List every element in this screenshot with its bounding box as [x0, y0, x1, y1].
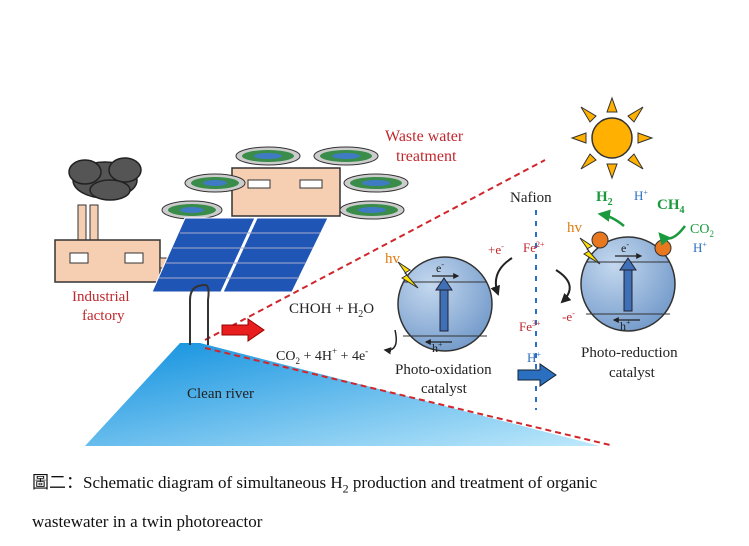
- proton-top-label: H+: [634, 188, 648, 203]
- proton-mid-label: H+: [527, 350, 541, 365]
- solar-panel-icon: [151, 217, 329, 293]
- ch4-label: CH4: [657, 197, 685, 216]
- clean-river-label: Clean river: [187, 386, 254, 402]
- caption-prefix: 圖二：: [32, 473, 83, 492]
- flow-arrow-red-icon: [221, 318, 265, 342]
- hv-left-label: hv: [385, 251, 401, 267]
- caption-subscript: 2: [342, 481, 349, 496]
- hole-left-label: h+: [432, 340, 443, 355]
- caption-line-2: wastewater in a twin photoreactor: [32, 512, 263, 532]
- dashed-line-top: [204, 159, 546, 341]
- treatment-label: treatment: [396, 148, 457, 165]
- photo-reduction-catalyst-label: catalyst: [609, 365, 656, 381]
- electron-left-label: e-: [436, 260, 444, 275]
- co2-products-label: CO2 + 4H+ + 4e-: [276, 346, 368, 366]
- fe3-label: Fe3+: [519, 319, 541, 334]
- fe2-label: Fe2+: [523, 240, 545, 255]
- nafion-label: Nafion: [510, 190, 552, 206]
- photo-oxidation-label: Photo-oxidation: [395, 362, 492, 378]
- clean-river-water: [85, 343, 600, 446]
- caption-text-a: Schematic diagram of simultaneous H: [83, 473, 343, 492]
- hv-right-label: hv: [567, 220, 583, 236]
- proton-right-label: H+: [693, 240, 707, 255]
- caption-text-b: production and treatment of organic: [348, 473, 598, 492]
- electron-right-label: e-: [621, 240, 629, 255]
- treatment-tanks-icon: [161, 146, 409, 220]
- co2-right-label: CO2: [690, 222, 714, 239]
- caption-line-1: 圖二：Schematic diagram of simultaneous H2 …: [32, 466, 732, 505]
- h2-label: H2: [596, 189, 613, 208]
- factory-label: factory: [82, 308, 125, 324]
- minus-electron-label: -e-: [562, 309, 575, 324]
- lightning-left-icon: [397, 261, 419, 289]
- smoke-cloud-icon: [68, 157, 142, 201]
- hole-right-label: h+: [620, 318, 631, 333]
- proton-transfer-arrow-icon: [517, 363, 557, 387]
- outlet-pipe: [189, 283, 210, 345]
- curved-arrow-h2-icon: [597, 209, 625, 227]
- factory-icon: [54, 204, 179, 283]
- choh-h2o-label: CHOH + H2O: [289, 301, 374, 320]
- photo-reduction-catalyst: [580, 231, 676, 332]
- sun-icon: [570, 96, 654, 180]
- photo-oxidation-catalyst-label: catalyst: [421, 381, 468, 397]
- industrial-label: Industrial: [72, 289, 130, 305]
- waste-water-label: Waste water: [385, 128, 464, 145]
- plus-electron-label: +e-: [488, 242, 504, 257]
- treatment-building-icon: [231, 167, 341, 217]
- curved-arrow-fe-left-icon: [490, 257, 513, 296]
- curved-arrow-fe-right-icon: [555, 269, 572, 304]
- photo-oxidation-catalyst: [397, 256, 493, 352]
- lightning-right-icon: [579, 237, 601, 265]
- curved-arrow-oxidation-icon: [383, 329, 397, 355]
- figure-caption: 圖二：Schematic diagram of simultaneous H2 …: [32, 466, 732, 539]
- photo-reduction-label: Photo-reduction: [581, 345, 678, 361]
- curved-arrow-ch4-icon: [658, 225, 686, 246]
